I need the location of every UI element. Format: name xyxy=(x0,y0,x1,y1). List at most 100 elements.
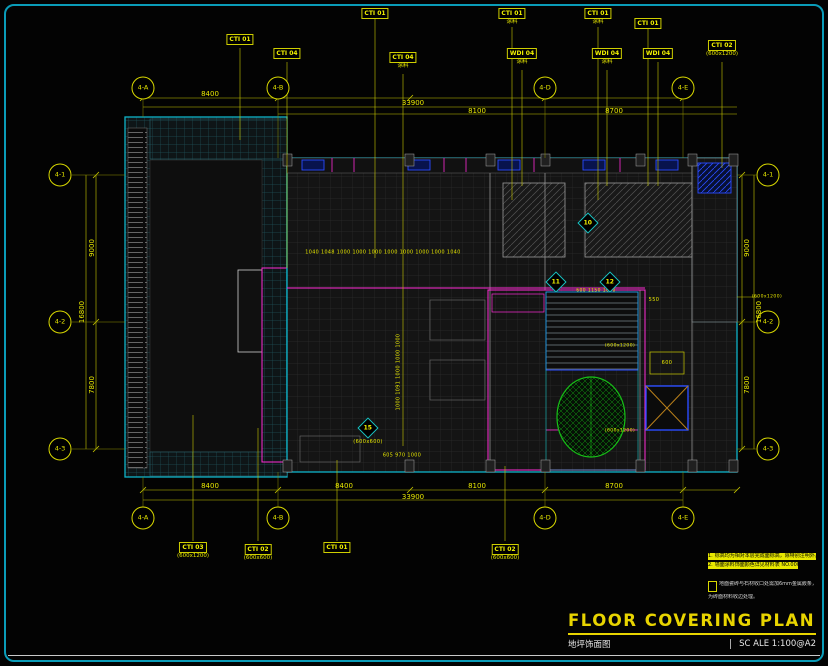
callout-label: WDI 04 xyxy=(591,48,623,59)
plan-dim-row2: 605 970 1000 xyxy=(382,453,422,459)
sheet-title-cn: 地坪饰面图 xyxy=(568,640,611,650)
grid-bubble-right-2: 4-2 xyxy=(756,310,780,334)
plan-tile-size-right: (600x1200) xyxy=(751,294,783,300)
dim-top-8700: 8700 xyxy=(605,107,623,115)
dim-left-9000: 9000 xyxy=(88,239,96,257)
detail-marker-num: 10 xyxy=(583,219,593,227)
detail-marker-num: 11 xyxy=(551,278,561,286)
callout-label: CTI 02 xyxy=(491,544,519,555)
callout-flag: CTI 02 (600x1200) xyxy=(706,40,738,58)
callout-sub: (600x600) xyxy=(490,555,520,561)
grid-stems xyxy=(72,99,756,507)
note-text: 标高均为相对本层完成面标高，除特别注明外。 xyxy=(714,553,816,559)
note-3: 地面瓷砖与石材收口处需加6mm金属嵌条， xyxy=(708,581,816,592)
title-block: FLOOR COVERING PLAN 地坪饰面图 SC ALE 1:100@A… xyxy=(568,611,816,652)
note-text: 为砖面材料收边处理。 xyxy=(708,594,759,600)
grid-bubble-top-e: 4-E xyxy=(671,76,695,100)
leader-lines xyxy=(192,19,758,541)
callout-label: WDI 04 xyxy=(506,48,538,59)
general-notes: 1. 标高均为相对本层完成面标高，除特别注明外。 2. 墙面涂料饰面颜色详见材料… xyxy=(708,553,816,603)
plan-tile-size-b: (600x1200) xyxy=(604,428,636,434)
dim-bottom-33900: 33900 xyxy=(401,493,425,501)
tile-dim-row: 1040 1048 1000 1000 1000 1000 1000 1000 … xyxy=(305,250,461,256)
main-area xyxy=(282,153,739,473)
callout-flag: CTI 01 涂料 xyxy=(584,8,612,26)
callout-sub: (600x1200) xyxy=(176,553,210,559)
detail-marker-num: 15 xyxy=(363,424,373,432)
dim-bottom-8400b: 8400 xyxy=(335,482,353,490)
callout-flag: WDI 04 涂料 xyxy=(506,48,538,66)
note-4: 为砖面材料收边处理。 xyxy=(708,594,816,601)
callout-label: CTI 01 xyxy=(226,34,254,45)
grid-bubble-left-3: 4-3 xyxy=(48,437,72,461)
dim-left-7800: 7800 xyxy=(88,376,96,394)
grid-bubble-left-2: 4-2 xyxy=(48,310,72,334)
callout-label: CTI 03 xyxy=(179,542,207,553)
callout-label: CTI 01 xyxy=(584,8,612,19)
callout-label: CTI 01 xyxy=(323,542,351,553)
grid-bubble-bottom-e: 4-E xyxy=(671,506,695,530)
callout-flag: CTI 01 xyxy=(323,542,351,554)
dim-bottom-8100: 8100 xyxy=(468,482,486,490)
callout-sub: (600x1200) xyxy=(705,51,739,57)
callout-sub: 涂料 xyxy=(592,19,604,25)
note-num: 1. xyxy=(708,553,713,559)
dim-bottom-8400a: 8400 xyxy=(201,482,219,490)
callout-sub: 涂料 xyxy=(506,19,518,25)
plan-dim-600: 600 xyxy=(661,360,673,366)
callout-flag: CTI 04 涂料 xyxy=(389,52,417,70)
callout-label: CTI 01 xyxy=(498,8,526,19)
callout-sub: 涂料 xyxy=(601,59,613,65)
callout-flag: CTI 02 (600x600) xyxy=(244,544,272,562)
sheet-scale: SC ALE 1:100@A2 xyxy=(730,639,816,649)
callout-label: CTI 04 xyxy=(273,48,301,59)
note-2: 2. 墙面涂料饰面颜色详见材料表 NO.000。 xyxy=(708,562,798,569)
callout-flag: WDI 04 xyxy=(642,48,674,60)
dim-left-16800: 16800 xyxy=(78,300,86,324)
grid-bubble-top-a: 4-A xyxy=(131,76,155,100)
grid-bubble-bottom-b: 4-B xyxy=(266,506,290,530)
fixtures xyxy=(299,299,486,463)
stair-room xyxy=(545,291,639,371)
dim-right-9000: 9000 xyxy=(743,239,751,257)
tile-dim-col: 1000 1091 1000 1000 1000 xyxy=(396,333,402,411)
callout-flag: CTI 01 xyxy=(226,34,254,46)
note-1: 1. 标高均为相对本层完成面标高，除特别注明外。 xyxy=(708,553,816,560)
sheet-bottom-rule xyxy=(8,655,820,656)
dim-top-8100: 8100 xyxy=(468,107,486,115)
grid-bubble-bottom-a: 4-A xyxy=(131,506,155,530)
grid-bubble-top-d: 4-D xyxy=(533,76,557,100)
legend-swatch xyxy=(708,581,717,592)
callout-sub: 涂料 xyxy=(516,59,528,65)
detail-marker-sub: (600x600) xyxy=(353,439,383,445)
dim-bottom-8700: 8700 xyxy=(605,482,623,490)
columns xyxy=(282,153,739,473)
sheet-title: FLOOR COVERING PLAN xyxy=(568,611,816,635)
note-text: 地面瓷砖与石材收口处需加6mm金属嵌条， xyxy=(719,581,816,587)
grid-bubble-bottom-d: 4-D xyxy=(533,506,557,530)
grid-bubble-right-3: 4-3 xyxy=(756,437,780,461)
callout-label: CTI 04 xyxy=(389,52,417,63)
callout-label: CTI 02 xyxy=(244,544,272,555)
dim-top-8400: 8400 xyxy=(201,90,219,98)
callout-label: CTI 02 xyxy=(708,40,736,51)
dim-right-16800: 16800 xyxy=(755,300,763,324)
detail-marker-num: 12 xyxy=(605,278,615,286)
note-num: 2. xyxy=(708,562,713,568)
callout-sub: 涂料 xyxy=(397,63,409,69)
callout-label: CTI 01 xyxy=(361,8,389,19)
callout-flag: CTI 01 xyxy=(634,18,662,30)
plan-tile-size-a: (600x1200) xyxy=(604,343,636,349)
dim-top-33900: 33900 xyxy=(401,99,425,107)
grid-bubble-left-1: 4-1 xyxy=(48,163,72,187)
dim-right-7800: 7800 xyxy=(743,376,751,394)
callout-flag: WDI 04 涂料 xyxy=(591,48,623,66)
note-text: 墙面涂料饰面颜色详见材料表 NO.000。 xyxy=(714,562,798,568)
callout-flag: CTI 01 xyxy=(361,8,389,20)
callout-flag: CTI 01 涂料 xyxy=(498,8,526,26)
callout-flag: CTI 02 (600x600) xyxy=(490,544,520,562)
callout-label: CTI 01 xyxy=(634,18,662,29)
callout-label: WDI 04 xyxy=(642,48,674,59)
callout-flag: CTI 04 xyxy=(273,48,301,60)
